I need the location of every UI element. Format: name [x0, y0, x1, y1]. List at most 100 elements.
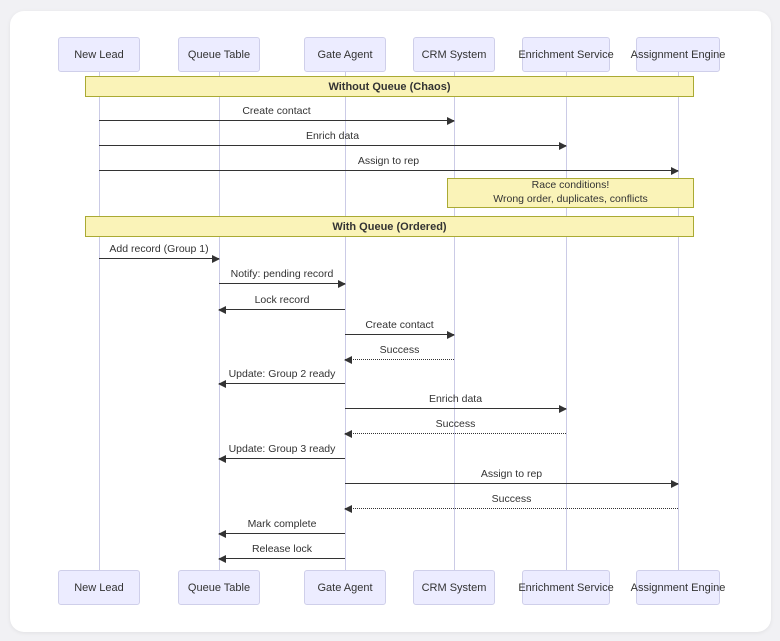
- message-line: [219, 309, 345, 310]
- message-line: [345, 334, 454, 335]
- message-label: Create contact: [365, 319, 434, 331]
- actor-label: Assignment Engine: [630, 581, 726, 594]
- message-line: [219, 533, 345, 534]
- actor-label: Queue Table: [187, 48, 251, 61]
- actor-top-crm-system: CRM System: [413, 37, 495, 72]
- message-label: Mark complete: [247, 518, 317, 530]
- message-line: [345, 508, 678, 509]
- arrowhead-left-icon: [344, 355, 352, 364]
- message-label: Enrich data: [305, 130, 360, 142]
- message-enrich-data: Enrich data: [345, 393, 567, 413]
- section-band-label: Without Queue (Chaos): [328, 80, 451, 93]
- lifeline-queue-table: [219, 71, 220, 570]
- message-line: [99, 120, 454, 121]
- actor-top-gate-agent: Gate Agent: [304, 37, 386, 72]
- actor-label: Queue Table: [187, 581, 251, 594]
- message-line: [345, 408, 566, 409]
- message-label: Success: [379, 344, 420, 356]
- message-assign-to-rep: Assign to rep: [345, 468, 679, 488]
- message-line: [219, 283, 345, 284]
- actor-bottom-assignment-engine: Assignment Engine: [631, 570, 725, 605]
- message-enrich-data-chaos: Enrich data: [99, 130, 567, 150]
- note-line-1: Race conditions!: [531, 179, 610, 192]
- message-label: Success: [491, 493, 532, 505]
- arrowhead-left-icon: [218, 554, 226, 563]
- actor-label: Enrichment Service: [518, 581, 614, 594]
- arrowhead-right-icon: [559, 404, 567, 413]
- actor-label: Gate Agent: [317, 581, 373, 594]
- arrowhead-right-icon: [447, 116, 455, 125]
- arrowhead-left-icon: [344, 504, 352, 513]
- arrowhead-left-icon: [344, 429, 352, 438]
- message-label: Update: Group 2 ready: [228, 368, 336, 380]
- message-line: [345, 359, 454, 360]
- message-label: Success: [435, 418, 476, 430]
- actor-label: New Lead: [74, 581, 124, 594]
- note-race-conditions: Race conditions! Wrong order, duplicates…: [447, 178, 694, 208]
- note-line-2: Wrong order, duplicates, conflicts: [493, 193, 648, 205]
- message-line: [219, 383, 345, 384]
- actor-label: Gate Agent: [317, 48, 373, 61]
- message-line: [219, 558, 345, 559]
- message-label: Lock record: [254, 294, 310, 306]
- actor-label: Enrichment Service: [518, 48, 614, 61]
- message-line: [99, 170, 678, 171]
- actor-label: New Lead: [74, 48, 124, 61]
- message-success-assignment: Success: [344, 493, 678, 513]
- message-mark-complete: Mark complete: [218, 518, 345, 538]
- actor-top-enrichment-service: Enrichment Service: [518, 37, 614, 72]
- arrowhead-left-icon: [218, 454, 226, 463]
- message-line: [99, 145, 566, 146]
- arrowhead-right-icon: [671, 166, 679, 175]
- actor-top-new-lead: New Lead: [58, 37, 140, 72]
- arrowhead-right-icon: [212, 254, 220, 263]
- arrowhead-right-icon: [559, 141, 567, 150]
- message-label: Update: Group 3 ready: [228, 443, 336, 455]
- message-success-crm: Success: [344, 344, 454, 364]
- actor-top-queue-table: Queue Table: [178, 37, 260, 72]
- arrowhead-left-icon: [218, 305, 226, 314]
- message-update-group-3: Update: Group 3 ready: [218, 443, 345, 463]
- actor-bottom-gate-agent: Gate Agent: [304, 570, 386, 605]
- actor-label: Assignment Engine: [630, 48, 726, 61]
- message-line: [219, 458, 345, 459]
- diagram-card: [10, 11, 771, 632]
- actor-top-assignment-engine: Assignment Engine: [631, 37, 725, 72]
- lifeline-enrichment-service: [566, 71, 567, 570]
- message-update-group-2: Update: Group 2 ready: [218, 368, 345, 388]
- message-lock-record: Lock record: [218, 294, 345, 314]
- actor-bottom-queue-table: Queue Table: [178, 570, 260, 605]
- arrowhead-left-icon: [218, 529, 226, 538]
- actor-bottom-new-lead: New Lead: [58, 570, 140, 605]
- message-label: Assign to rep: [357, 155, 420, 167]
- arrowhead-left-icon: [218, 379, 226, 388]
- arrowhead-right-icon: [671, 479, 679, 488]
- actor-label: CRM System: [421, 48, 487, 61]
- message-label: Assign to rep: [480, 468, 543, 480]
- lifeline-assignment-engine: [678, 71, 679, 570]
- message-line: [345, 433, 566, 434]
- message-label: Release lock: [251, 543, 313, 555]
- arrowhead-right-icon: [338, 279, 346, 288]
- message-add-record: Add record (Group 1): [99, 243, 220, 263]
- message-label: Add record (Group 1): [109, 243, 209, 255]
- section-band-label: With Queue (Ordered): [332, 220, 447, 233]
- message-success-enrichment: Success: [344, 418, 566, 438]
- actor-label: CRM System: [421, 581, 487, 594]
- section-band-with-queue: With Queue (Ordered): [85, 216, 694, 237]
- message-label: Notify: pending record: [230, 268, 334, 280]
- message-release-lock: Release lock: [218, 543, 345, 563]
- section-band-without-queue: Without Queue (Chaos): [85, 76, 694, 97]
- message-notify-pending: Notify: pending record: [219, 268, 346, 288]
- message-label: Enrich data: [428, 393, 483, 405]
- message-create-contact: Create contact: [345, 319, 455, 339]
- lifeline-gate-agent: [345, 71, 346, 570]
- message-assign-to-rep-chaos: Assign to rep: [99, 155, 679, 175]
- lifeline-crm-system: [454, 71, 455, 570]
- message-label: Create contact: [242, 105, 311, 117]
- arrowhead-right-icon: [447, 330, 455, 339]
- actor-bottom-crm-system: CRM System: [413, 570, 495, 605]
- actor-bottom-enrichment-service: Enrichment Service: [518, 570, 614, 605]
